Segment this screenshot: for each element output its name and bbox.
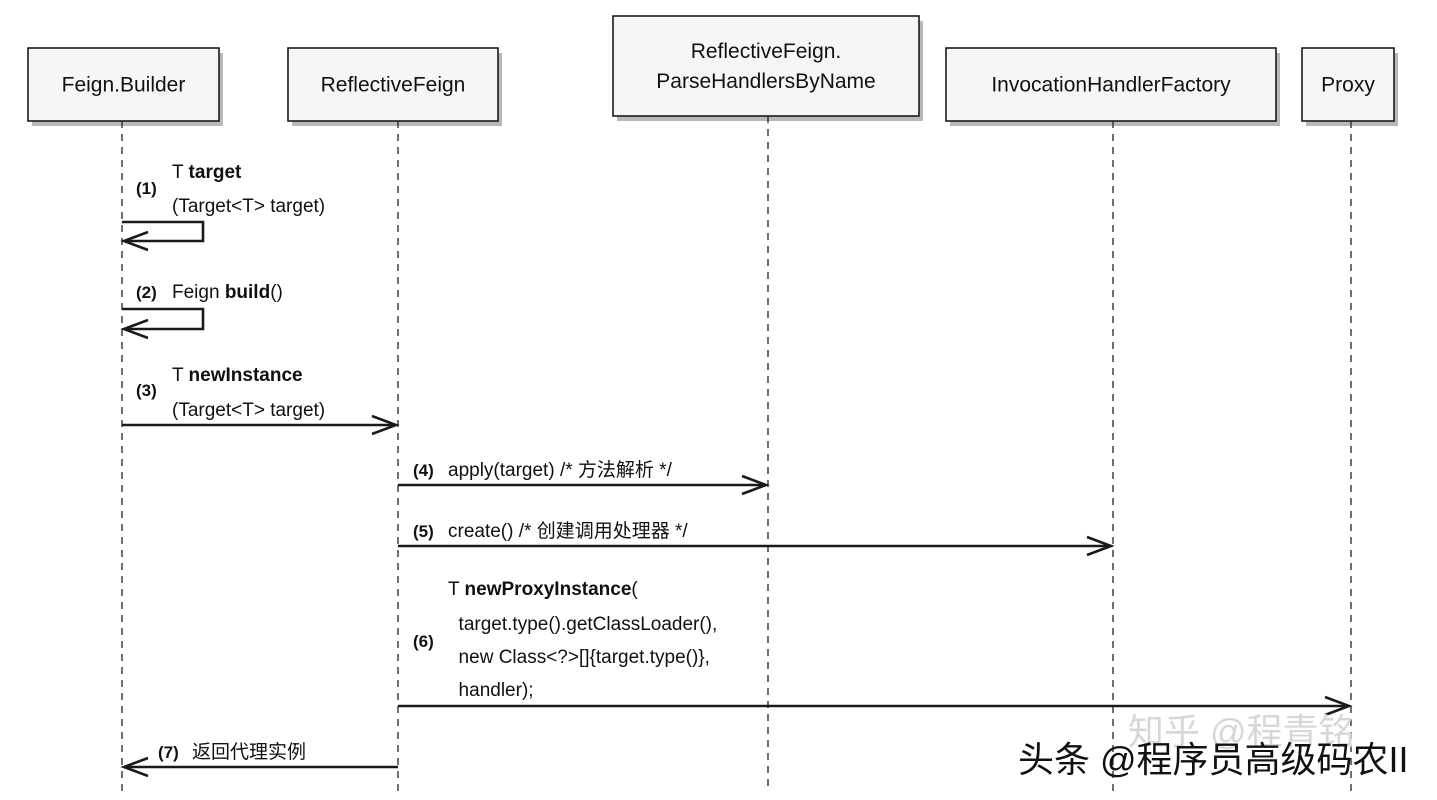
- message-number: (6): [413, 632, 434, 651]
- message-4: (4) apply(target) /* 方法解析 */: [398, 459, 770, 496]
- arrow-head: [120, 230, 149, 252]
- participant-reflective: ReflectiveFeign: [287, 47, 502, 126]
- message-label-line: create() /* 创建调用处理器 */: [448, 520, 688, 542]
- message-label-text: handler);: [448, 680, 534, 701]
- message-label-line: Feign build(): [172, 282, 283, 303]
- message-label-line: T newInstance: [172, 365, 303, 386]
- watermark-faint-text: 知乎 @程青铭: [1128, 711, 1355, 752]
- participant-box: [612, 15, 920, 117]
- message-label-text: target.type().getClassLoader(),: [448, 614, 717, 635]
- arrow-head: [1086, 535, 1115, 557]
- participant-label: InvocationHandlerFactory: [991, 74, 1231, 97]
- message-label-line: T target: [172, 162, 242, 183]
- message-label-line: 返回代理实例: [192, 741, 306, 763]
- message-label-text: (Target<T> target): [172, 400, 325, 421]
- message-number: (7): [158, 743, 179, 762]
- message-label-method: newProxyInstance: [465, 579, 632, 600]
- participant-label: Feign.Builder: [62, 74, 186, 97]
- message-3: (3) T newInstance (Target<T> target): [122, 365, 400, 436]
- message-label-text: Feign: [172, 282, 225, 303]
- message-6: (6) T newProxyInstance( target.type().get…: [398, 579, 1353, 717]
- message-label-method: newInstance: [189, 365, 303, 386]
- participant-box: [1301, 47, 1395, 122]
- self-message-arrow: [122, 307, 205, 331]
- participant-box: [287, 47, 499, 122]
- message-label-line: (Target<T> target): [172, 400, 325, 421]
- participant-parse: ReflectiveFeign. ParseHandlersByName: [612, 15, 923, 121]
- participant-factory: InvocationHandlerFactory: [945, 47, 1280, 126]
- message-number: (5): [413, 522, 434, 541]
- participants: Feign.Builder ReflectiveFeign ReflectiveFe…: [27, 15, 1398, 126]
- message-label-line: target.type().getClassLoader(),: [448, 614, 717, 635]
- arrow-head: [741, 474, 770, 496]
- participant-box: [945, 47, 1277, 122]
- watermark: 知乎 @程青铭 头条 @程序员高级码农II: [1018, 711, 1409, 780]
- message-7: (7) 返回代理实例: [120, 741, 398, 778]
- message-label-line: T newProxyInstance(: [448, 579, 638, 600]
- message-label-method: build: [225, 282, 270, 303]
- message-number: (3): [136, 381, 157, 400]
- message-5: (5) create() /* 创建调用处理器 */: [398, 520, 1115, 557]
- arrow-head: [120, 318, 149, 340]
- message-label-text: T: [172, 365, 189, 386]
- participant-label: ReflectiveFeign.: [691, 40, 842, 63]
- participant-label: ParseHandlersByName: [656, 70, 875, 93]
- message-label-text: apply(target) /* 方法解析 */: [448, 459, 673, 481]
- participant-proxy: Proxy: [1301, 47, 1398, 126]
- message-label-text: (Target<T> target): [172, 196, 325, 217]
- message-label-text: T: [448, 579, 465, 600]
- message-label-text: T: [172, 162, 189, 183]
- participant-label: ReflectiveFeign: [321, 74, 466, 97]
- arrow-head: [371, 414, 400, 436]
- message-1: (1) T target (Target<T> target): [120, 162, 325, 252]
- message-label-text: (): [270, 282, 283, 303]
- message-label-line: handler);: [448, 680, 534, 701]
- message-number: (1): [136, 179, 157, 198]
- message-label-text: create() /* 创建调用处理器 */: [448, 520, 688, 542]
- arrow-head: [1324, 695, 1353, 717]
- message-label-method: target: [189, 162, 242, 183]
- message-number: (4): [413, 461, 434, 480]
- participant-label: Proxy: [1321, 74, 1375, 97]
- message-label-line: new Class<?>[]{target.type()},: [448, 647, 710, 668]
- message-label-line: (Target<T> target): [172, 196, 325, 217]
- participant-box: [27, 47, 220, 122]
- lifelines: [121, 116, 1352, 792]
- self-message-arrow: [122, 220, 205, 243]
- message-label-line: apply(target) /* 方法解析 */: [448, 459, 673, 481]
- message-label-text: (: [631, 579, 638, 600]
- watermark-main-text: 头条 @程序员高级码农II: [1018, 739, 1409, 780]
- participant-builder: Feign.Builder: [27, 47, 223, 126]
- arrow-head: [120, 756, 149, 778]
- message-label-text: 返回代理实例: [192, 741, 306, 763]
- message-label-text: new Class<?>[]{target.type()},: [448, 647, 710, 668]
- messages: (1) T target (Target<T> target) (2) Feign bu…: [120, 162, 1353, 778]
- message-2: (2) Feign build(): [120, 282, 283, 340]
- message-number: (2): [136, 283, 157, 302]
